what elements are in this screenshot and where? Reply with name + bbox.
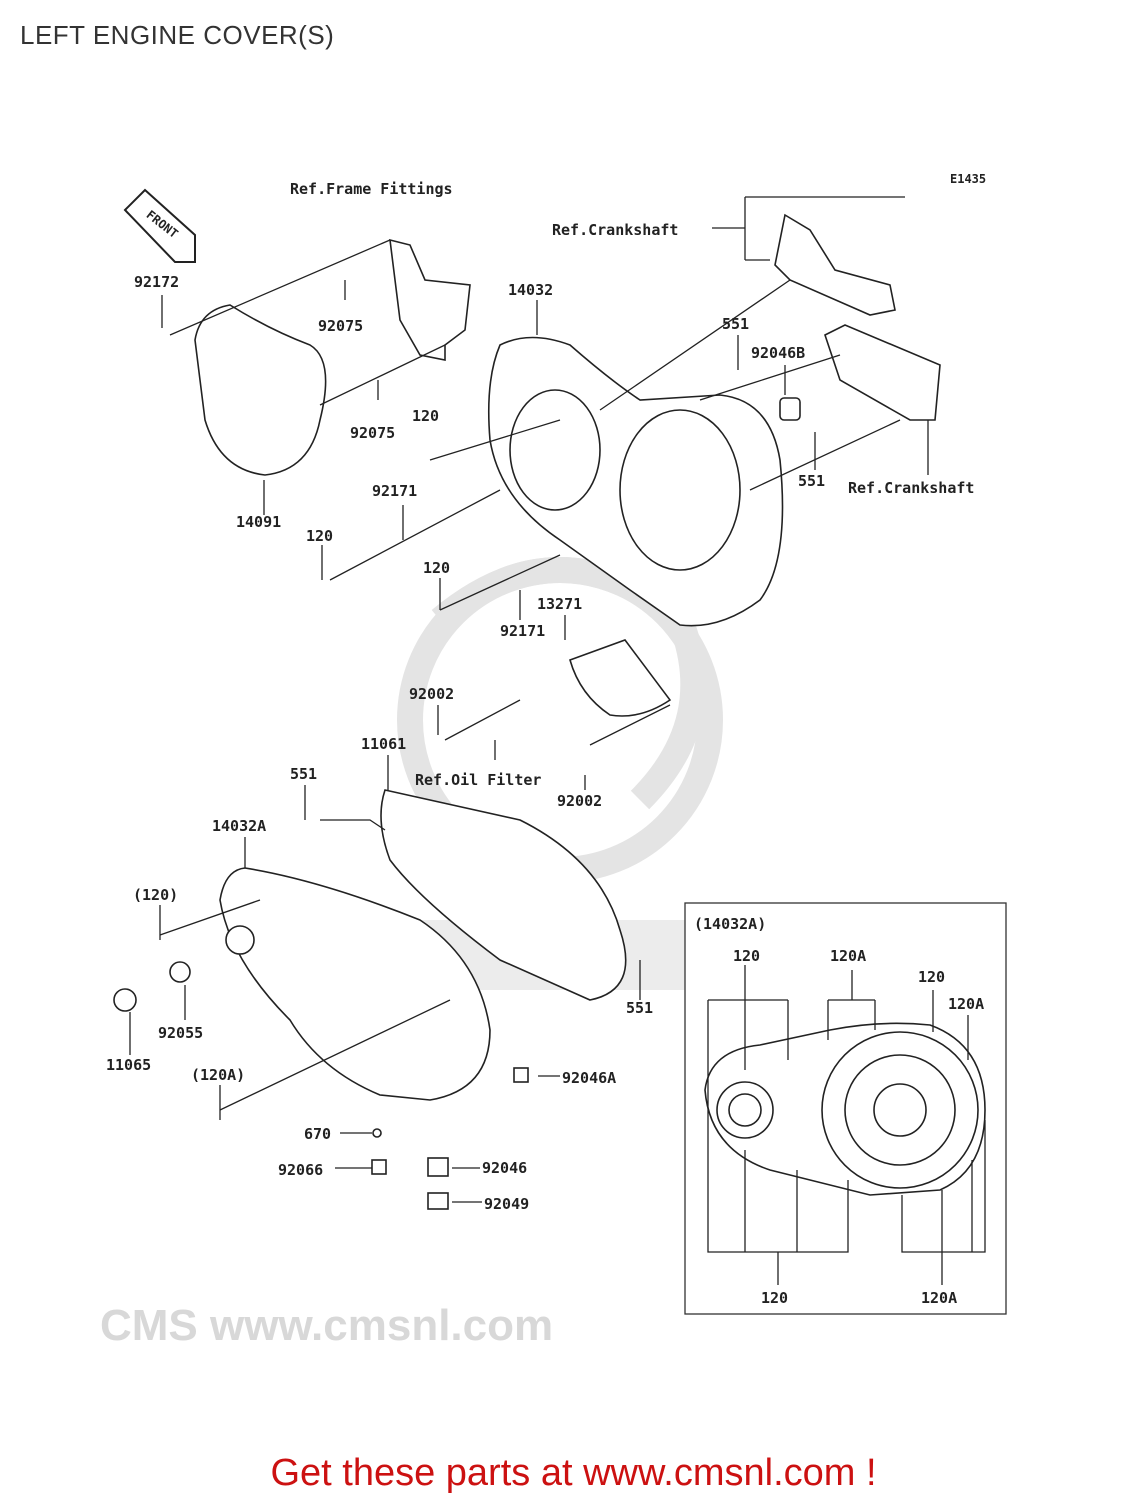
watermark-text: CMS www.cmsnl.com	[100, 1301, 553, 1350]
part-670-washer[interactable]	[372, 1128, 382, 1138]
front-arrow-icon: FRONT	[123, 188, 196, 263]
footer-link[interactable]: Get these parts at www.cmsnl.com !	[270, 1452, 877, 1494]
inset-label: 120A	[921, 1289, 957, 1307]
inset-label: 120	[918, 968, 945, 986]
part-92055-oring[interactable]	[169, 961, 191, 983]
part-14091-cover[interactable]	[194, 304, 327, 476]
part-11065-cap[interactable]	[113, 988, 137, 1012]
part-number-label: 551	[290, 765, 317, 783]
part-11061-gasket[interactable]	[380, 789, 627, 1001]
inset-label: 120	[761, 1289, 788, 1307]
crankshaft-ref-part	[774, 213, 896, 316]
inset-title: (14032A)	[694, 915, 766, 933]
part-number-label: 551	[798, 472, 825, 490]
leader-lines	[129, 196, 929, 1203]
label-ref-crankshaft: Ref.Crankshaft	[848, 479, 974, 497]
part-92046B[interactable]	[779, 397, 801, 421]
part-number-label: 92046	[482, 1159, 527, 1177]
part-number-label: 92066	[278, 1161, 323, 1179]
diagram-code: E1435	[950, 172, 986, 186]
part-number-label: 92172	[134, 273, 179, 291]
part-number-label: 11061	[361, 735, 406, 753]
part-14032A-cover[interactable]	[219, 867, 491, 1101]
part-13271-plate[interactable]	[569, 639, 672, 717]
part-number-label: (120A)	[191, 1066, 245, 1084]
frame-fitting-bracket	[389, 238, 471, 361]
part-number-label: 120	[412, 407, 439, 425]
label-ref-frame-fittings: Ref.Frame Fittings	[290, 180, 453, 198]
inset-label: 120	[733, 947, 760, 965]
part-number-label: 120	[306, 527, 333, 545]
part-number-label: 11065	[106, 1056, 151, 1074]
inset-14032A: (14032A) 120 120A 120 120A 120 120A	[684, 902, 1007, 1315]
part-number-label: 120	[423, 559, 450, 577]
part-number-label: 14091	[236, 513, 281, 531]
inset-label: 120A	[830, 947, 866, 965]
part-number-label: 14032A	[212, 817, 266, 835]
page-title: LEFT ENGINE COVER(S)	[20, 20, 335, 50]
part-number-label: 92046A	[562, 1069, 616, 1087]
part-number-label: 92171	[372, 482, 417, 500]
part-number-label: 551	[626, 999, 653, 1017]
part-labels: E1435 Ref.Frame Fittings Ref.Crankshaft …	[106, 172, 986, 1213]
part-92046A[interactable]	[513, 1067, 529, 1083]
cover-opening	[509, 389, 601, 511]
cover-opening	[619, 409, 741, 571]
part-92049[interactable]	[427, 1192, 449, 1210]
part-number-label: 13271	[537, 595, 582, 613]
part-number-label: 92075	[318, 317, 363, 335]
part-number-label: 92055	[158, 1024, 203, 1042]
part-number-label: 92075	[350, 424, 395, 442]
crankshaft-ref-part	[824, 324, 941, 421]
part-number-label: 92002	[557, 792, 602, 810]
part-number-label: 92046B	[751, 344, 805, 362]
part-92046[interactable]	[427, 1157, 449, 1177]
part-number-label: 14032	[508, 281, 553, 299]
part-number-label: 92171	[500, 622, 545, 640]
part-number-label: 92049	[484, 1195, 529, 1213]
part-92066[interactable]	[371, 1159, 387, 1175]
label-ref-crankshaft: Ref.Crankshaft	[552, 221, 678, 239]
label-ref-oil-filter: Ref.Oil Filter	[415, 771, 541, 789]
part-number-label: 92002	[409, 685, 454, 703]
part-number-label: (120)	[133, 886, 178, 904]
oil-inspection-hole	[225, 925, 255, 955]
inset-label: 120A	[948, 995, 984, 1013]
part-number-label: 551	[722, 315, 749, 333]
part-number-label: 670	[304, 1125, 331, 1143]
